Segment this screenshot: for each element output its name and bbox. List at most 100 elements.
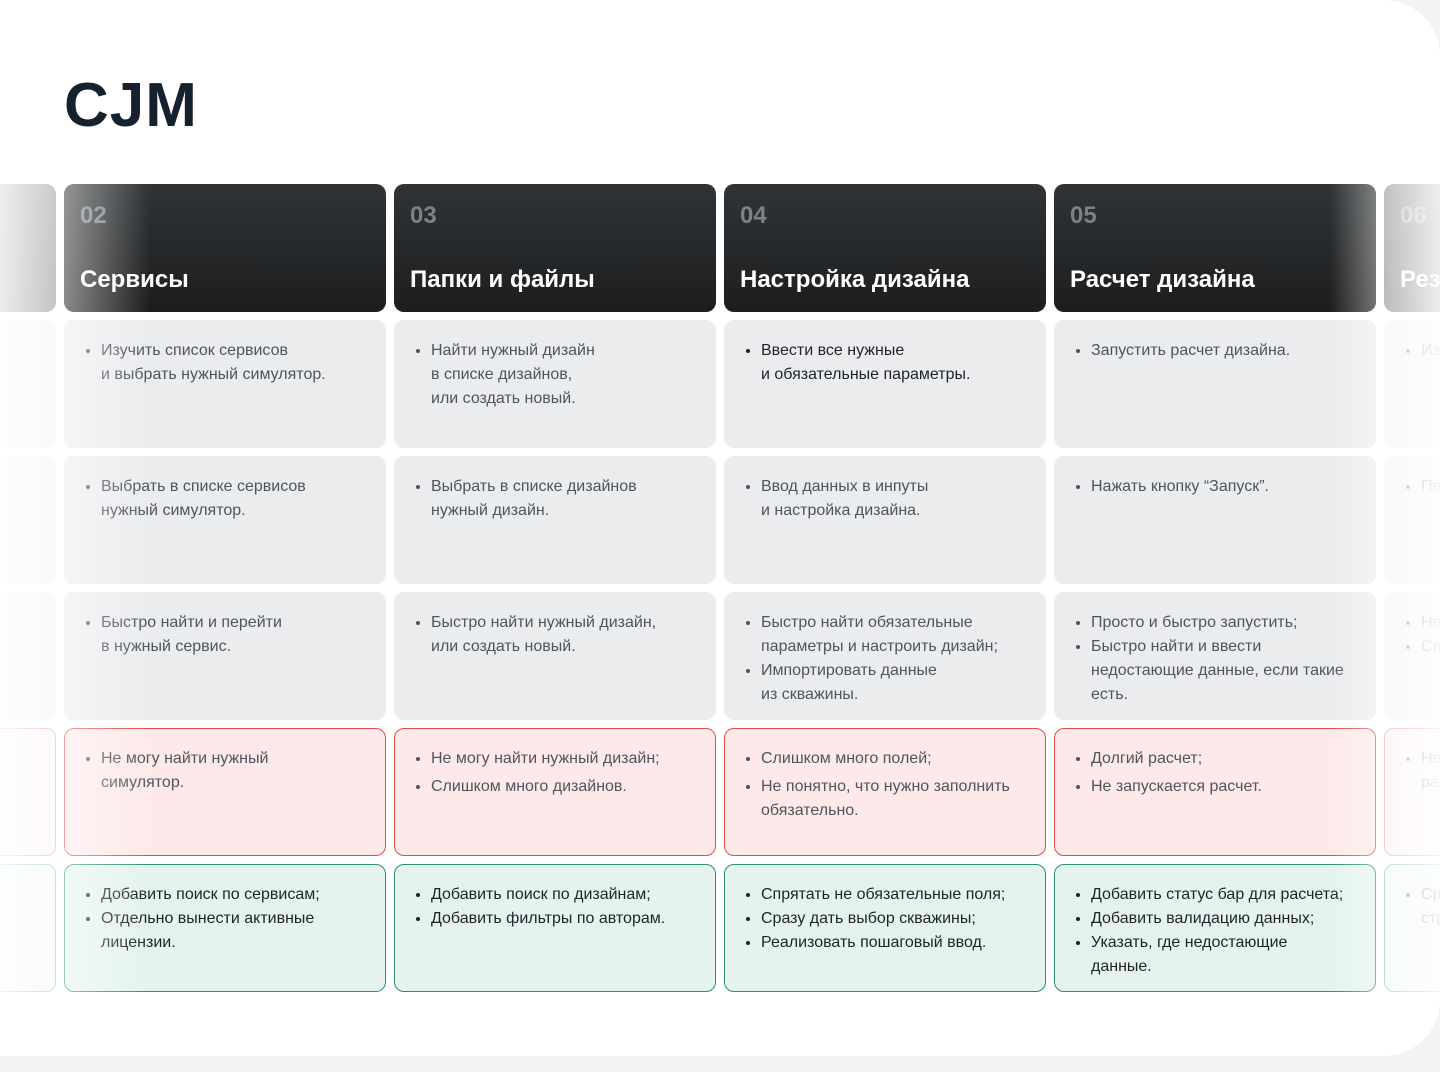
cell-expectation[interactable]: Быстро найти и перейти в нужный сервис.: [64, 592, 386, 720]
cell-expectation[interactable]: Быстро найти нужный дизайн, или создать …: [394, 592, 716, 720]
bullet-item: Добавить поиск по сервисам;: [101, 883, 369, 907]
bullet-item: …о.: [0, 339, 39, 363]
bullet-item: Быстро найти обязательные параметры и на…: [761, 611, 1029, 659]
bullet-list: Быстро найти и перейти в нужный сервис.: [81, 611, 369, 659]
bullet-item: Выбрать в списке сервисов нужный симулят…: [101, 475, 369, 523]
bullet-item: Добавить поиск по дизайнам;: [431, 883, 699, 907]
bullet-list: Просто и быстро запустить;Быстро найти и…: [1071, 611, 1359, 707]
bullet-item: Выбрать в списке дизайнов нужный дизайн.: [431, 475, 699, 523]
bullet-item: Указать, где недостающие данные.: [1091, 931, 1359, 979]
cell-action[interactable]: Ввод данных в инпуты и настройка дизайна…: [724, 456, 1046, 584]
bullet-list: …о.: [0, 339, 39, 363]
cell-action[interactable]: Пе: [1384, 456, 1440, 584]
stage-header[interactable]: 01: [0, 184, 56, 312]
bullet-list: Добавить поиск по дизайнам;Добавить филь…: [411, 883, 699, 931]
cell-idea[interactable]: ;: [0, 864, 56, 992]
bullet-list: Спрятать не обязательные поля;Сразу дать…: [741, 883, 1029, 955]
bullet-list: НеСл: [1401, 611, 1440, 659]
cell-action[interactable]: Нажать кнопку “Запуск”.: [1054, 456, 1376, 584]
bullet-item: Ввод данных в инпуты и настройка дизайна…: [761, 475, 1029, 523]
cell-task[interactable]: Из: [1384, 320, 1440, 448]
cell-expectation[interactable]: [0, 592, 56, 720]
bullet-item: Не понятно, что нужно заполнить обязател…: [761, 775, 1029, 823]
stage-title: Настройка дизайна: [740, 266, 970, 293]
bullet-item: Ср стр: [1421, 883, 1440, 931]
cell-pain[interactable]: [0, 728, 56, 856]
bullet-list: Запустить расчет дизайна.: [1071, 339, 1359, 363]
stage-number: 06: [1400, 202, 1427, 229]
cell-task[interactable]: Запустить расчет дизайна.: [1054, 320, 1376, 448]
bullet-item: Изучить список сервисов и выбрать нужный…: [101, 339, 369, 387]
cell-idea[interactable]: Спрятать не обязательные поля;Сразу дать…: [724, 864, 1046, 992]
bullet-item: Добавить статус бар для расчета;: [1091, 883, 1359, 907]
cell-task[interactable]: Ввести все нужные и обязательные парамет…: [724, 320, 1046, 448]
bullet-list: Добавить статус бар для расчета;Добавить…: [1071, 883, 1359, 979]
bullet-list: Ввод данных в инпуты и настройка дизайна…: [741, 475, 1029, 523]
cell-task[interactable]: Изучить список сервисов и выбрать нужный…: [64, 320, 386, 448]
bullet-item: Нажать кнопку “Запуск”.: [1091, 475, 1359, 499]
bullet-item: Из: [1421, 339, 1440, 363]
bullet-list: Быстро найти нужный дизайн, или создать …: [411, 611, 699, 659]
cell-task[interactable]: …о.: [0, 320, 56, 448]
bullet-list: Ср стр: [1401, 883, 1440, 931]
page-title: CJM: [64, 71, 198, 140]
bullet-item: Быстро найти нужный дизайн, или создать …: [431, 611, 699, 659]
cell-pain[interactable]: Не ра: [1384, 728, 1440, 856]
bullet-list: Выбрать в списке дизайнов нужный дизайн.: [411, 475, 699, 523]
stage-number: 02: [80, 202, 107, 229]
cell-idea[interactable]: Добавить поиск по сервисам;Отдельно выне…: [64, 864, 386, 992]
cell-action[interactable]: Выбрать в списке сервисов нужный симулят…: [64, 456, 386, 584]
cell-idea[interactable]: Ср стр: [1384, 864, 1440, 992]
bullet-item: Быстро найти и перейти в нужный сервис.: [101, 611, 369, 659]
cell-pain[interactable]: Не могу найти нужный симулятор.: [64, 728, 386, 856]
cell-idea[interactable]: Добавить поиск по дизайнам;Добавить филь…: [394, 864, 716, 992]
cell-pain[interactable]: Не могу найти нужный дизайн;Слишком мног…: [394, 728, 716, 856]
cell-expectation[interactable]: Быстро найти обязательные параметры и на…: [724, 592, 1046, 720]
bullet-list: Быстро найти обязательные параметры и на…: [741, 611, 1029, 707]
stage-title: Рез: [1400, 266, 1440, 293]
bullet-item: Найти нужный дизайн в списке дизайнов, и…: [431, 339, 699, 411]
bullet-item: Слишком много полей;: [761, 747, 1029, 771]
cell-pain[interactable]: Долгий расчет;Не запускается расчет.: [1054, 728, 1376, 856]
bullet-list: Выбрать в списке сервисов нужный симулят…: [81, 475, 369, 523]
bullet-list: Нажать кнопку “Запуск”.: [1071, 475, 1359, 499]
cell-action[interactable]: [0, 456, 56, 584]
bullet-list: ;: [0, 883, 39, 907]
cell-expectation[interactable]: Просто и быстро запустить;Быстро найти и…: [1054, 592, 1376, 720]
cell-pain[interactable]: Слишком много полей; Не понятно, что нужн…: [724, 728, 1046, 856]
bullet-list: Из: [1401, 339, 1440, 363]
bullet-item: Не запускается расчет.: [1091, 775, 1359, 799]
stage-title: Папки и файлы: [410, 266, 595, 293]
bullet-list: Не могу найти нужный симулятор.: [81, 747, 369, 795]
bullet-list: Долгий расчет;Не запускается расчет.: [1071, 747, 1359, 799]
bullet-item: Сразу дать выбор скважины;: [761, 907, 1029, 931]
bullet-item: Запустить расчет дизайна.: [1091, 339, 1359, 363]
bullet-list: Слишком много полей; Не понятно, что нужн…: [741, 747, 1029, 823]
bullet-list: Ввести все нужные и обязательные парамет…: [741, 339, 1029, 387]
cell-action[interactable]: Выбрать в списке дизайнов нужный дизайн.: [394, 456, 716, 584]
bullet-item: Быстро найти и ввести недостающие данные…: [1091, 635, 1359, 707]
bullet-item: ;: [0, 883, 39, 907]
bullet-list: Изучить список сервисов и выбрать нужный…: [81, 339, 369, 387]
bullet-item: Реализовать пошаговый ввод.: [761, 931, 1029, 955]
cell-expectation[interactable]: НеСл: [1384, 592, 1440, 720]
stage-number: 05: [1070, 202, 1097, 229]
stage-column-1: 01 …о.;: [0, 184, 56, 992]
stage-column-6: 06РезИзПеНеСл Не ра Ср стр: [1384, 184, 1440, 992]
bullet-list: Найти нужный дизайн в списке дизайнов, и…: [411, 339, 699, 411]
bullet-item: Просто и быстро запустить;: [1091, 611, 1359, 635]
bullet-item: Не ра: [1421, 747, 1440, 795]
cell-task[interactable]: Найти нужный дизайн в списке дизайнов, и…: [394, 320, 716, 448]
bullet-item: Пе: [1421, 475, 1440, 499]
bullet-list: Не ра: [1401, 747, 1440, 795]
cell-idea[interactable]: Добавить статус бар для расчета;Добавить…: [1054, 864, 1376, 992]
